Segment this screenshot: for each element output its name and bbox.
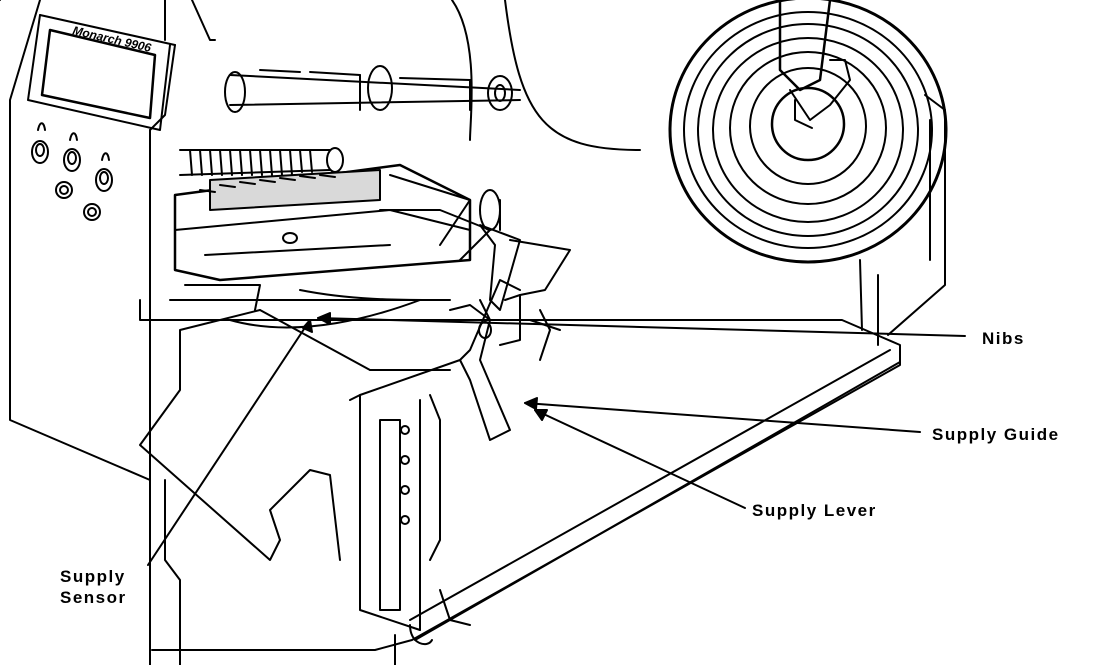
ribbon-rollers [179,65,521,176]
nibs-leader [317,317,966,337]
callout-supply-sensor-line1: Supply [60,567,126,586]
supply-guide-assembly [349,279,561,631]
media-path [169,284,451,329]
supply-roll [451,0,948,264]
supply-guide-leader [524,402,921,433]
callout-supply-lever: Supply Lever [752,501,877,520]
supply-lever-leader [534,409,746,509]
callout-supply-sensor-line2: Sensor [60,588,127,607]
callout-supply-guide: Supply Guide [932,425,1060,444]
callout-nibs: Nibs [982,329,1025,348]
base-plate [139,299,901,665]
svg-text:Monarch 9906: Monarch 9906 [71,23,152,55]
label-media [139,309,451,561]
keypad [31,122,113,221]
callout-leaders [147,312,966,566]
callout-supply-sensor: Supply Sensor [60,566,127,608]
supply-sensor-leader [147,319,311,566]
printer-frame: Monarch 9906 [0,0,216,665]
printhead-assembly [173,163,571,311]
